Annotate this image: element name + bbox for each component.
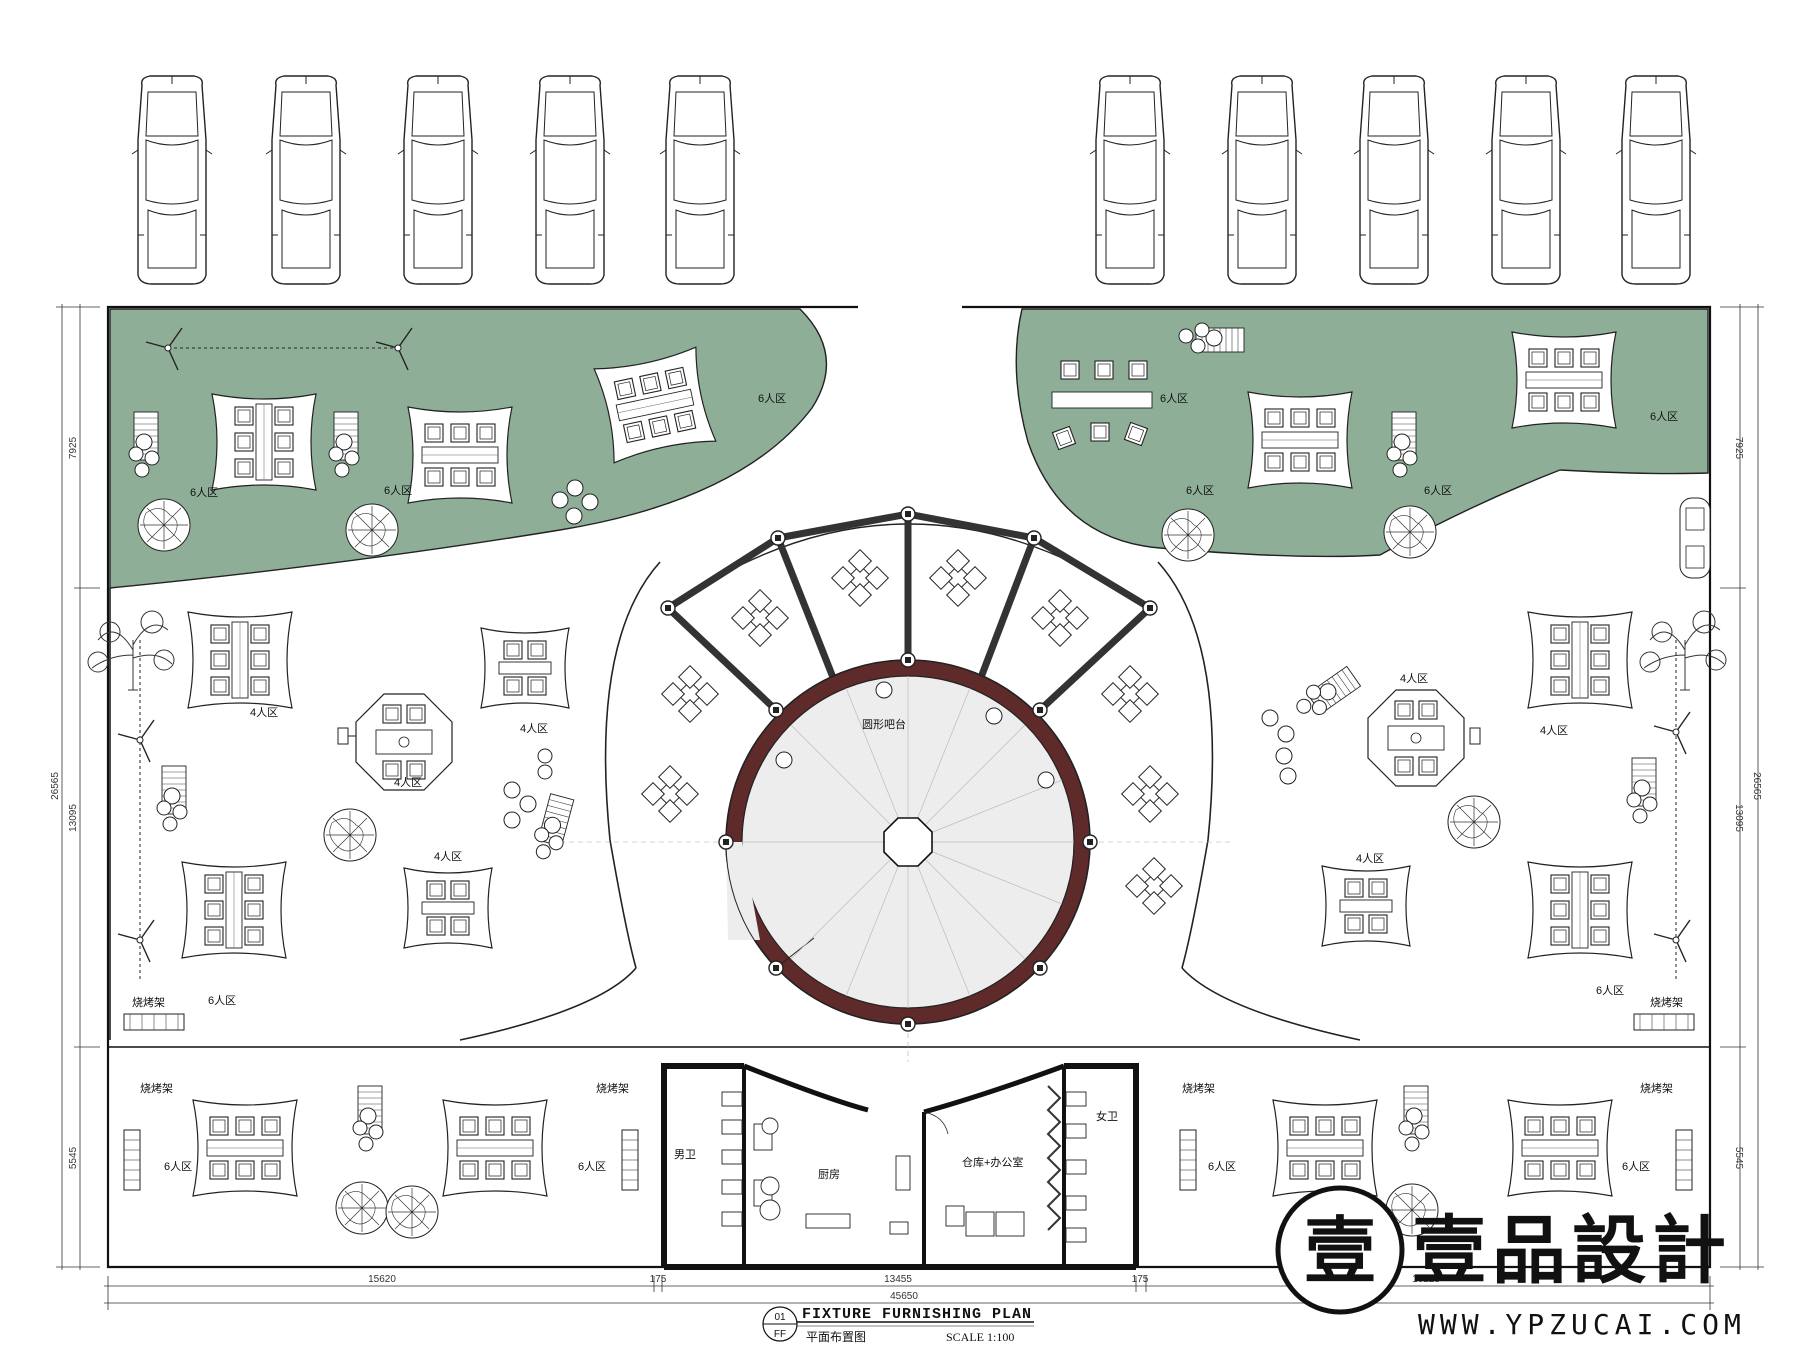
- brand-mark: 壹 壹品設計 WWW.YPZUCAI.COM: [1275, 1185, 1746, 1341]
- dimension-lines: [56, 304, 1764, 1310]
- dim-bottom-1: 175: [650, 1274, 667, 1285]
- zone-label-six: 6人区: [1424, 484, 1452, 497]
- brand-seal: 壹: [1304, 1212, 1376, 1292]
- zone-label-six: 6人区: [190, 486, 218, 499]
- dim-bottom-3: 175: [1132, 1274, 1149, 1285]
- brand-url: WWW.YPZUCAI.COM: [1418, 1308, 1746, 1341]
- left-lawn-furniture: 6人区 6人区 6人区: [129, 327, 786, 557]
- zone-label-six: 6人区: [758, 392, 786, 405]
- room-label-mens: 男卫: [674, 1149, 696, 1161]
- dim-bottom-4: 16225: [1412, 1274, 1440, 1285]
- plaza-curves: [109, 561, 1361, 1041]
- zone-label-six: 6人区: [1596, 984, 1624, 997]
- zone-label-four: 4人区: [1356, 852, 1384, 865]
- zone-label-bbq: 烧烤架: [1640, 1081, 1673, 1095]
- title-badge-bottom: FF: [774, 1329, 786, 1340]
- zone-label-four: 4人区: [394, 776, 422, 789]
- zone-label-six: 6人区: [1650, 410, 1678, 423]
- title-badge-top: 01: [774, 1312, 786, 1323]
- zone-label-bbq: 烧烤架: [1650, 995, 1683, 1009]
- title-chinese: 平面布置图: [806, 1330, 866, 1344]
- dim-left-0: 7925: [68, 436, 79, 459]
- zone-label-bbq: 烧烤架: [596, 1081, 629, 1095]
- dim-left-total: 26565: [50, 772, 61, 800]
- tree-elevation-left: [87, 610, 175, 691]
- zone-label-six: 6人区: [164, 1160, 192, 1173]
- zone-label-six: 6人区: [1622, 1160, 1650, 1173]
- bar-label: 圆形吧台: [862, 717, 906, 731]
- title-english: FIXTURE FURNISHING PLAN: [802, 1306, 1032, 1323]
- room-label-kitchen: 厨房: [818, 1168, 840, 1181]
- zone-label-six: 6人区: [208, 994, 236, 1007]
- zone-label-six: 6人区: [1160, 392, 1188, 405]
- dim-right-2: 5545: [1733, 1147, 1744, 1170]
- title-scale: SCALE 1:100: [946, 1330, 1014, 1344]
- zone-label-four: 4人区: [434, 850, 462, 863]
- round-bar: 圆形吧台: [560, 652, 1230, 1062]
- dim-right-1: 13095: [1733, 804, 1744, 832]
- dim-right-total: 26565: [1751, 772, 1762, 800]
- zone-label-four: 4人区: [1540, 724, 1568, 737]
- title-block: 01 FF FIXTURE FURNISHING PLAN 平面布置图 SCAL…: [762, 1306, 1034, 1344]
- zone-label-six: 6人区: [1186, 484, 1214, 497]
- bar-canopy: [660, 506, 1158, 713]
- bottom-strip-furniture: 烧烤架 烧烤架 6人区 6人区 烧烤架 烧烤架 6人区 6人区: [123, 1081, 1693, 1239]
- zone-label-four: 4人区: [520, 722, 548, 735]
- room-label-womens: 女卫: [1096, 1109, 1118, 1123]
- room-label-storage: 仓库+办公室: [962, 1155, 1023, 1169]
- zone-label-bbq: 烧烤架: [132, 995, 165, 1009]
- dim-bottom-0: 15620: [368, 1274, 396, 1285]
- zone-label-six: 6人区: [578, 1160, 606, 1173]
- parking-row: [131, 75, 1697, 285]
- dim-right-0: 7925: [1733, 437, 1744, 460]
- brand-name: 壹品設計: [1412, 1208, 1732, 1294]
- zone-label-bbq: 烧烤架: [1182, 1081, 1215, 1095]
- zone-label-bbq: 烧烤架: [140, 1081, 173, 1095]
- dim-bottom-total: 45650: [890, 1291, 918, 1302]
- zone-label-six: 6人区: [384, 484, 412, 497]
- dim-left-2: 5545: [68, 1146, 79, 1169]
- tree-elevation-right: [1639, 610, 1727, 691]
- dim-bottom-2: 13455: [884, 1274, 912, 1285]
- dimension-text: 7925 13095 5545 26565 7925 13095 5545 26…: [50, 436, 1762, 1302]
- right-plaza-furniture: 4人区 4人区 4人区 6人区 烧烤架: [1261, 610, 1727, 1031]
- zone-label-six: 6人区: [1208, 1160, 1236, 1173]
- dim-left-1: 13095: [68, 804, 79, 832]
- right-lawn-furniture: 6人区 6人区 6人区 6人区: [1051, 323, 1711, 579]
- zone-label-four: 4人区: [1400, 672, 1428, 685]
- left-plaza-furniture: 4人区 4人区 4人区 4人区 6人区 烧烤架: [87, 610, 575, 1031]
- service-building: 男卫 厨房 仓库+办公室 女卫: [661, 1063, 1139, 1270]
- zone-label-four: 4人区: [250, 706, 278, 719]
